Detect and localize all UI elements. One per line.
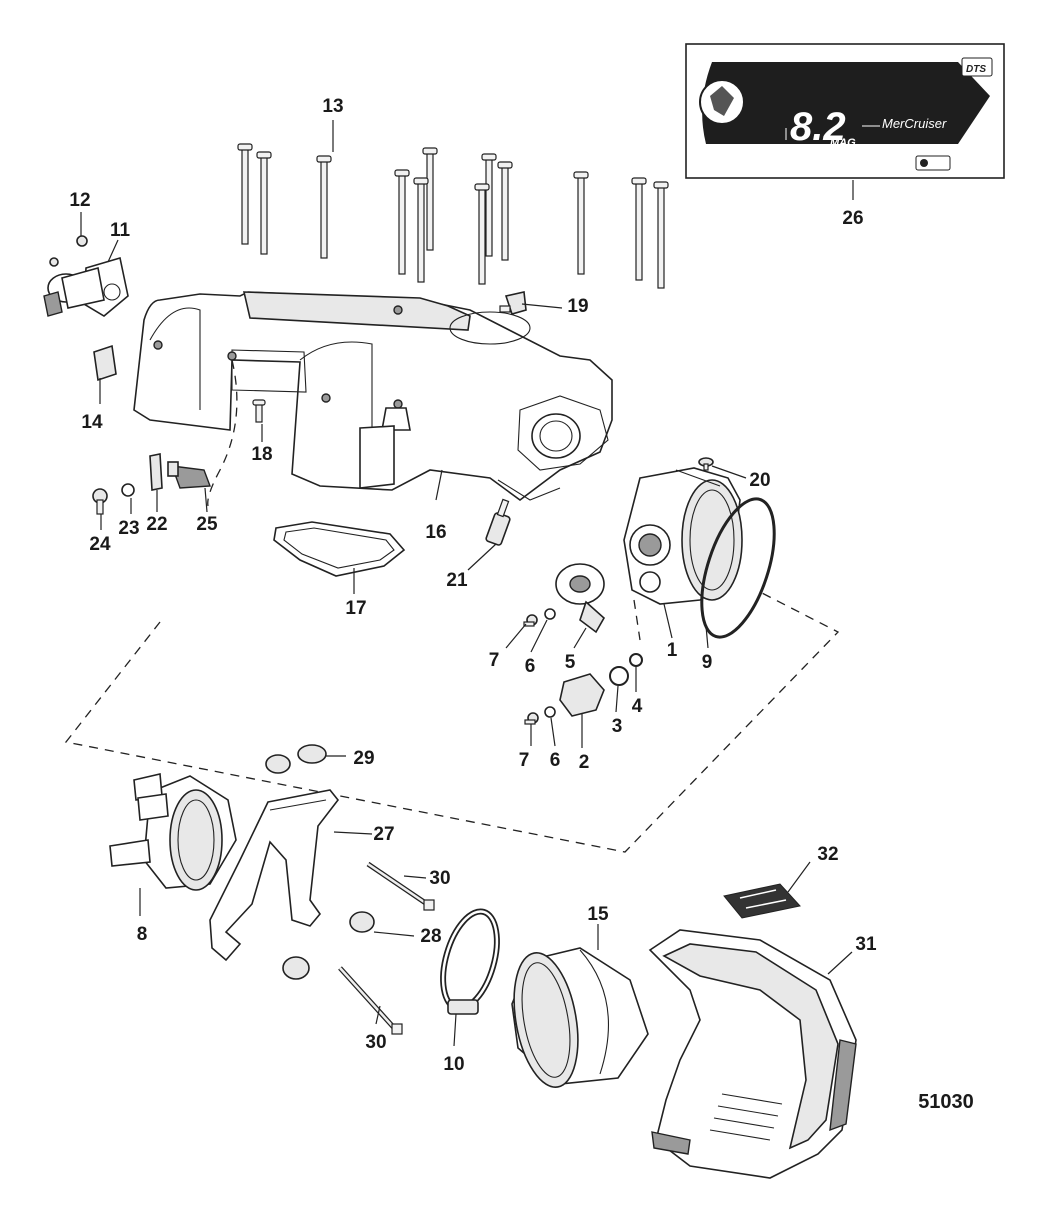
callout-9: 9 xyxy=(702,652,713,673)
screw-7-upper xyxy=(523,614,538,627)
dashed-assembly-outline xyxy=(64,591,840,853)
callout-11: 11 xyxy=(110,220,131,241)
callout-5: 5 xyxy=(565,652,576,673)
flame-arrestor-cover xyxy=(648,929,857,1179)
stud-18 xyxy=(252,399,266,423)
callout-18: 18 xyxy=(251,444,272,465)
callout-26: 26 xyxy=(842,208,863,229)
flame-arrestor xyxy=(511,947,649,1088)
callout-14: 14 xyxy=(81,412,103,433)
flame-arrestor-adapter xyxy=(109,773,237,891)
washer-6-upper xyxy=(544,608,556,620)
rod-30-upper xyxy=(366,861,435,911)
manifold-bolts xyxy=(237,143,669,289)
figure-number: 51030 xyxy=(918,1091,974,1113)
callout-19: 19 xyxy=(567,296,588,317)
support-bracket xyxy=(209,789,340,962)
decal-strip-32 xyxy=(723,883,801,919)
o-ring-3 xyxy=(609,666,629,686)
callout-1: 1 xyxy=(667,640,678,661)
callout-3: 3 xyxy=(612,716,623,737)
callout-labels: 1 2 3 4 5 6 6 7 7 8 9 10 11 12 13 14 15 … xyxy=(69,96,877,1075)
decal-brand-text: MerCruiser xyxy=(882,116,947,131)
callout-16: 16 xyxy=(425,522,446,543)
callout-13: 13 xyxy=(322,96,343,117)
gasket-17 xyxy=(273,521,406,577)
sensor-25 xyxy=(167,461,211,489)
rod-30-lower xyxy=(338,966,403,1035)
callout-32: 32 xyxy=(817,844,838,865)
pad-14 xyxy=(93,344,117,382)
o-ring-9 xyxy=(700,497,776,639)
idle-air-control-valve xyxy=(43,256,129,317)
washer-23 xyxy=(121,483,135,497)
callout-23: 23 xyxy=(118,518,139,539)
callout-17: 17 xyxy=(345,598,366,619)
washer-6-lower xyxy=(544,706,556,718)
callout-4: 4 xyxy=(632,696,643,717)
dashed-line-tb xyxy=(633,599,641,641)
callout-29: 29 xyxy=(353,748,374,769)
callout-10: 10 xyxy=(443,1054,464,1075)
decal-badge-text: DTS xyxy=(966,64,986,75)
callout-24: 24 xyxy=(89,534,111,555)
callout-8: 8 xyxy=(137,924,148,945)
engine-decal: 8.2 MAG MerCruiser DTS xyxy=(685,43,1005,179)
callout-31: 31 xyxy=(855,934,877,955)
bracket-22 xyxy=(149,453,163,491)
callout-7-lower: 7 xyxy=(519,750,530,771)
grommets-29 xyxy=(265,744,327,774)
callout-12: 12 xyxy=(69,190,90,211)
callout-28: 28 xyxy=(420,926,441,947)
throttle-body xyxy=(623,467,743,605)
screw-7-lower xyxy=(524,712,539,725)
callout-22: 22 xyxy=(146,514,167,535)
cover-plate-2 xyxy=(559,673,605,717)
callout-7-upper: 7 xyxy=(489,650,500,671)
callout-30-upper: 30 xyxy=(429,868,450,889)
callout-15: 15 xyxy=(587,904,609,925)
screw-20 xyxy=(698,457,714,471)
callout-6-upper: 6 xyxy=(525,656,536,677)
o-ring-4 xyxy=(629,653,643,667)
decal-model-text: 8.2 xyxy=(790,105,846,149)
callout-25: 25 xyxy=(196,514,218,535)
callout-20: 20 xyxy=(749,470,770,491)
hose-clamp xyxy=(440,908,500,1015)
decal-model-sub: MAG xyxy=(830,137,856,149)
bolt-24 xyxy=(92,488,108,515)
grommets-28 xyxy=(282,911,375,980)
leader-lines xyxy=(80,120,854,1047)
screw-12 xyxy=(49,235,88,267)
callout-21: 21 xyxy=(446,570,468,591)
callout-27: 27 xyxy=(373,824,394,845)
sensor-21 xyxy=(485,498,511,546)
fitting-19 xyxy=(499,291,527,315)
callout-6-lower: 6 xyxy=(550,750,561,771)
callout-2: 2 xyxy=(579,752,590,773)
throttle-position-sensor xyxy=(555,563,606,634)
intake-manifold xyxy=(133,291,613,501)
callout-30-lower: 30 xyxy=(365,1032,386,1053)
